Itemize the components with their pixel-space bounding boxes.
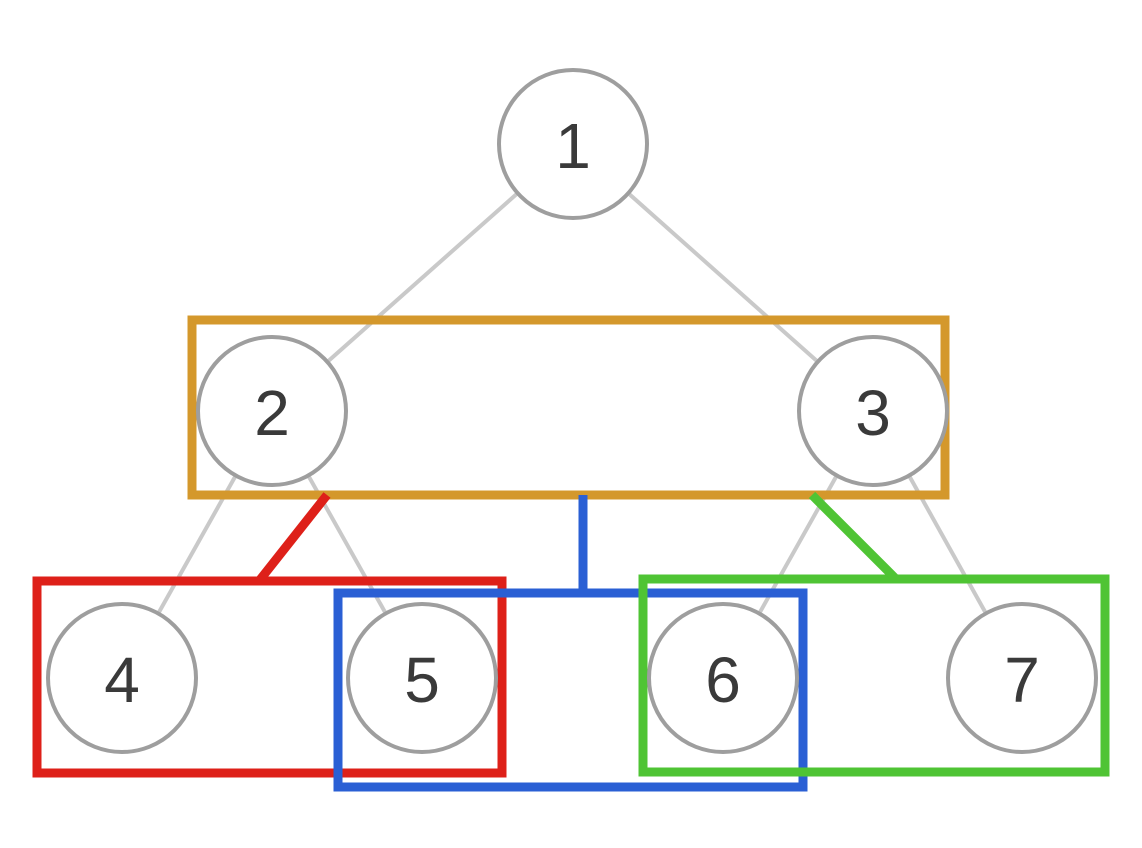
red-group-box[interactable] [32, 576, 507, 778]
tree-node-7[interactable]: 7 [946, 602, 1098, 754]
tree-node-1[interactable]: 1 [497, 68, 649, 220]
tree-node-4[interactable]: 4 [46, 602, 198, 754]
node-label-3: 3 [855, 377, 891, 449]
node-circle-4 [46, 602, 198, 754]
node-circle-7 [946, 602, 1098, 754]
tree-edge-n1-n3 [626, 191, 820, 364]
tree-node-5[interactable]: 5 [346, 602, 498, 754]
green-group-box[interactable] [638, 574, 1110, 777]
tree-node-6[interactable]: 6 [647, 602, 799, 754]
blue-group-box[interactable] [333, 588, 808, 792]
node-label-1: 1 [555, 110, 591, 182]
tree-edge-n1-n2 [326, 191, 519, 364]
node-circle-5 [346, 602, 498, 754]
node-label-4: 4 [104, 644, 140, 716]
node-circle-3 [797, 335, 949, 487]
tree-nodes-layer: 1 2 3 4 5 6 7 [46, 68, 1098, 754]
node-circle-1 [497, 68, 649, 220]
tree-node-3[interactable]: 3 [797, 335, 949, 487]
node-label-7: 7 [1004, 644, 1040, 716]
node-label-5: 5 [404, 644, 440, 716]
tree-node-2[interactable]: 2 [196, 335, 348, 487]
red-connector [255, 492, 331, 584]
node-label-2: 2 [254, 377, 290, 449]
green-connector [808, 491, 900, 583]
group-connectors-layer [255, 491, 900, 593]
node-label-6: 6 [705, 644, 741, 716]
node-circle-2 [196, 335, 348, 487]
node-circle-6 [647, 602, 799, 754]
